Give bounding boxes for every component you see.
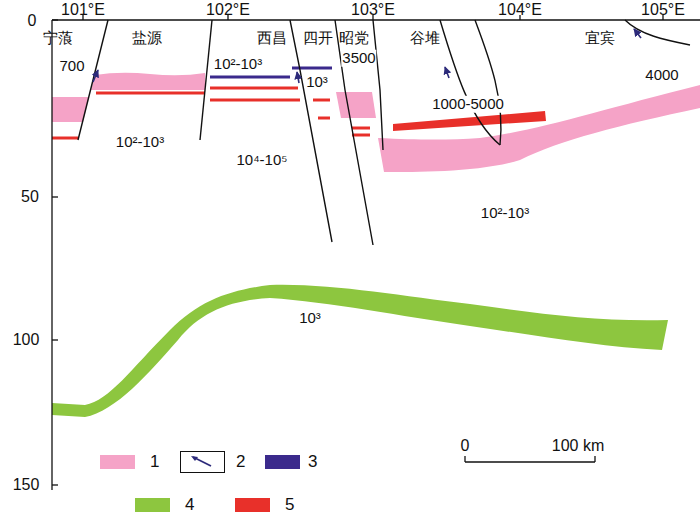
depth-tick: 50: [20, 188, 40, 206]
legend-swatch: [100, 455, 135, 469]
legend-swatch: [235, 498, 270, 512]
legend-symbol: [180, 451, 225, 473]
resistivity-value: 10³: [305, 74, 329, 91]
legend-number: 1: [150, 453, 159, 472]
depth-tick: 0: [27, 12, 38, 30]
longitude-label: 102°E: [205, 1, 251, 19]
resistivity-value: 4000: [644, 67, 679, 84]
scale-label: 0: [460, 437, 471, 455]
place-name: 昭党: [338, 30, 370, 47]
longitude-label: 105°E: [640, 1, 686, 19]
longitude-label: 101°E: [60, 1, 106, 19]
resistivity-value: 1000-5000: [431, 96, 505, 113]
depth-tick: 150: [12, 476, 41, 494]
legend-number: 5: [285, 496, 294, 515]
longitude-label: 104°E: [497, 1, 543, 19]
arrow-symbol: [181, 452, 223, 471]
motion-arrow: [93, 29, 641, 83]
depth-tick: 100: [12, 331, 41, 349]
place-name: 四开: [302, 30, 334, 47]
high-conductor: [52, 88, 370, 138]
axis: [52, 15, 700, 490]
resistivity-value: 3500: [341, 50, 376, 67]
resistivity-value: 700: [58, 58, 85, 75]
resistivity-value: 10³: [298, 310, 322, 327]
resistivity-value: 10²-10³: [480, 205, 530, 222]
scale-label: 100 km: [551, 437, 605, 455]
place-name: 谷堆: [409, 30, 441, 47]
scale-bar: [465, 456, 595, 462]
legend-swatch: [135, 498, 170, 512]
lithosphere-base: [52, 285, 668, 417]
resistivity-value: 10⁴-10⁵: [235, 152, 288, 169]
place-name: 宁蒗: [42, 30, 74, 47]
legend-number: 4: [185, 496, 194, 515]
fault-line: [78, 20, 690, 245]
place-name: 西昌: [256, 30, 288, 47]
arrow-head: [191, 456, 198, 461]
legend-number: 3: [308, 453, 317, 472]
high-conductor: [393, 111, 546, 131]
resistivity-value: 10²-10³: [213, 56, 263, 73]
legend-number: 2: [236, 453, 245, 472]
longitude-label: 103°E: [350, 1, 396, 19]
legend-swatch: [265, 455, 300, 469]
low-velocity-layer: [52, 73, 700, 172]
place-name: 盐源: [131, 30, 163, 47]
resistivity-value: 10²-10³: [115, 134, 165, 151]
place-name: 宜宾: [584, 30, 616, 47]
